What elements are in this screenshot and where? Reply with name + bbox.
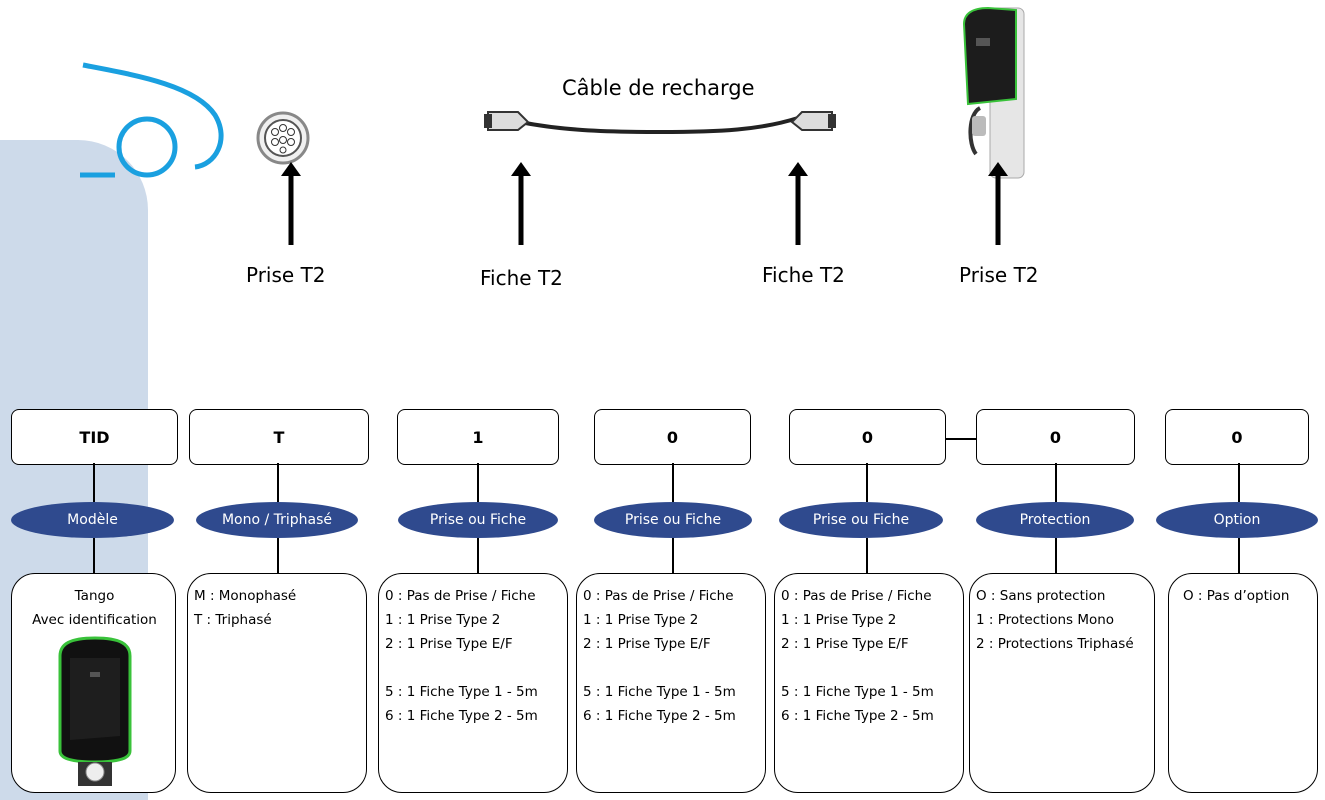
type2-socket-icon <box>256 111 310 165</box>
category-pill: Option <box>1156 502 1318 538</box>
description-box: M : Monophasé T : Triphasé <box>187 573 367 793</box>
connector-line <box>1238 538 1240 573</box>
connector-line <box>477 463 479 502</box>
connector-line <box>93 538 95 573</box>
connector-line <box>277 463 279 502</box>
spacer <box>781 656 959 680</box>
connector-line <box>477 538 479 573</box>
arrow-up-icon <box>281 162 301 245</box>
code-value: 1 <box>472 427 484 447</box>
tango-charger-image <box>58 636 131 786</box>
category-pill: Protection <box>976 502 1134 538</box>
code-box: 0 <box>594 409 751 465</box>
description-line: O : Pas d’option <box>1183 588 1290 604</box>
charging-station-illustration <box>962 6 1025 179</box>
description-line: 1 : 1 Prise Type 2 <box>583 612 699 628</box>
charging-cable-illustration <box>484 111 836 135</box>
arrow-up-icon <box>511 162 531 245</box>
description-line: 5 : 1 Fiche Type 1 - 5m <box>385 684 538 700</box>
spacer <box>385 656 563 680</box>
connector-line <box>1055 538 1057 573</box>
description-box: 0 : Pas de Prise / Fiche 1 : 1 Prise Typ… <box>774 573 964 793</box>
connector-label: Prise T2 <box>246 263 326 287</box>
spacer <box>583 656 761 680</box>
cable-title: Câble de recharge <box>562 76 755 100</box>
code-value: T <box>273 427 285 447</box>
connector-line <box>93 463 95 502</box>
connector-line <box>1238 463 1240 502</box>
description-line: 6 : 1 Fiche Type 2 - 5m <box>781 708 934 724</box>
category-pill: Modèle <box>11 502 174 538</box>
description-line: 1 : 1 Prise Type 2 <box>781 612 897 628</box>
category-pill: Prise ou Fiche <box>398 502 558 538</box>
description-line: 0 : Pas de Prise / Fiche <box>385 588 536 604</box>
arrow-up-icon <box>788 162 808 245</box>
category-pill: Mono / Triphasé <box>196 502 358 538</box>
description-line: 6 : 1 Fiche Type 2 - 5m <box>583 708 736 724</box>
description-line: 2 : 1 Prise Type E/F <box>781 636 909 652</box>
description-line: Tango <box>74 588 115 604</box>
code-value: 0 <box>1049 427 1062 447</box>
connector-label: Fiche T2 <box>480 266 563 290</box>
code-box: 0 <box>976 409 1135 465</box>
connector-line <box>672 538 674 573</box>
description-line: 2 : Protections Triphasé <box>976 636 1134 652</box>
description-line: 1 : 1 Prise Type 2 <box>385 612 501 628</box>
connector-line <box>277 538 279 573</box>
description-line: 6 : 1 Fiche Type 2 - 5m <box>385 708 538 724</box>
code-value: 0 <box>861 427 874 447</box>
description-line: 5 : 1 Fiche Type 1 - 5m <box>583 684 736 700</box>
description-box: Tango Avec identification <box>11 573 176 793</box>
connector-line <box>866 538 868 573</box>
code-value: TID <box>79 427 110 447</box>
code-value: 0 <box>1231 427 1243 447</box>
connector-line <box>944 438 976 440</box>
code-box: 1 <box>397 409 559 465</box>
car-illustration <box>80 62 224 178</box>
arrow-up-icon <box>988 162 1008 245</box>
description-line: Avec identification <box>32 612 157 628</box>
description-line: 0 : Pas de Prise / Fiche <box>781 588 932 604</box>
description-box: 0 : Pas de Prise / Fiche 1 : 1 Prise Typ… <box>378 573 568 793</box>
description-line: 0 : Pas de Prise / Fiche <box>583 588 734 604</box>
description-box: 0 : Pas de Prise / Fiche 1 : 1 Prise Typ… <box>576 573 766 793</box>
category-pill: Prise ou Fiche <box>779 502 943 538</box>
description-line: 2 : 1 Prise Type E/F <box>385 636 513 652</box>
description-line: 5 : 1 Fiche Type 1 - 5m <box>781 684 934 700</box>
description-line: 2 : 1 Prise Type E/F <box>583 636 711 652</box>
code-box: 0 <box>789 409 946 465</box>
connector-label: Fiche T2 <box>762 263 845 287</box>
connector-line <box>672 463 674 502</box>
code-box: TID <box>11 409 178 465</box>
code-box: 0 <box>1165 409 1309 465</box>
category-pill: Prise ou Fiche <box>594 502 752 538</box>
description-line: 1 : Protections Mono <box>976 612 1115 628</box>
connector-line <box>1055 463 1057 502</box>
connector-label: Prise T2 <box>959 263 1039 287</box>
description-line: O : Sans protection <box>976 588 1106 604</box>
code-box: T <box>189 409 369 465</box>
code-value: 0 <box>666 427 679 447</box>
connector-line <box>866 463 868 502</box>
description-box: O : Sans protection 1 : Protections Mono… <box>969 573 1155 793</box>
description-line: T : Triphasé <box>194 612 272 628</box>
description-line: M : Monophasé <box>194 588 297 604</box>
description-box: O : Pas d’option <box>1168 573 1318 793</box>
